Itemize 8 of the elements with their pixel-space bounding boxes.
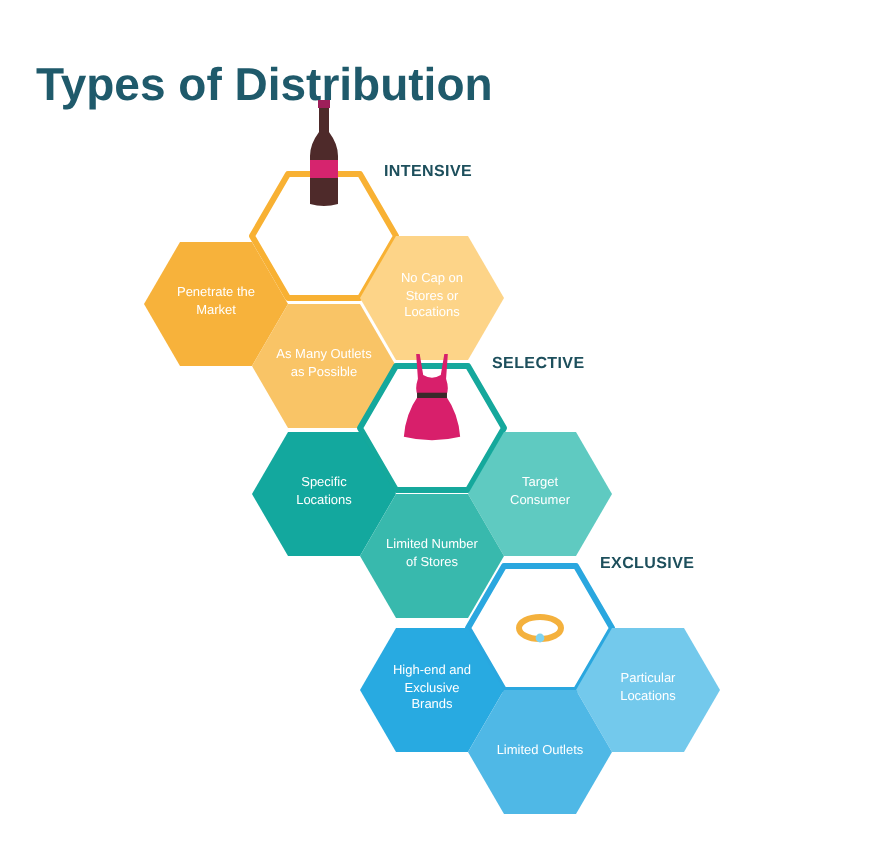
hexagon-tile	[360, 494, 504, 618]
hexagon-tile	[468, 690, 612, 814]
hexagon-tile	[144, 242, 288, 366]
category-label: SELECTIVE	[492, 352, 585, 376]
category-label: EXCLUSIVE	[600, 552, 695, 576]
title: Types of Distribution	[36, 56, 493, 114]
hexagon-tile	[252, 304, 396, 428]
category-label: INTENSIVE	[384, 160, 473, 184]
